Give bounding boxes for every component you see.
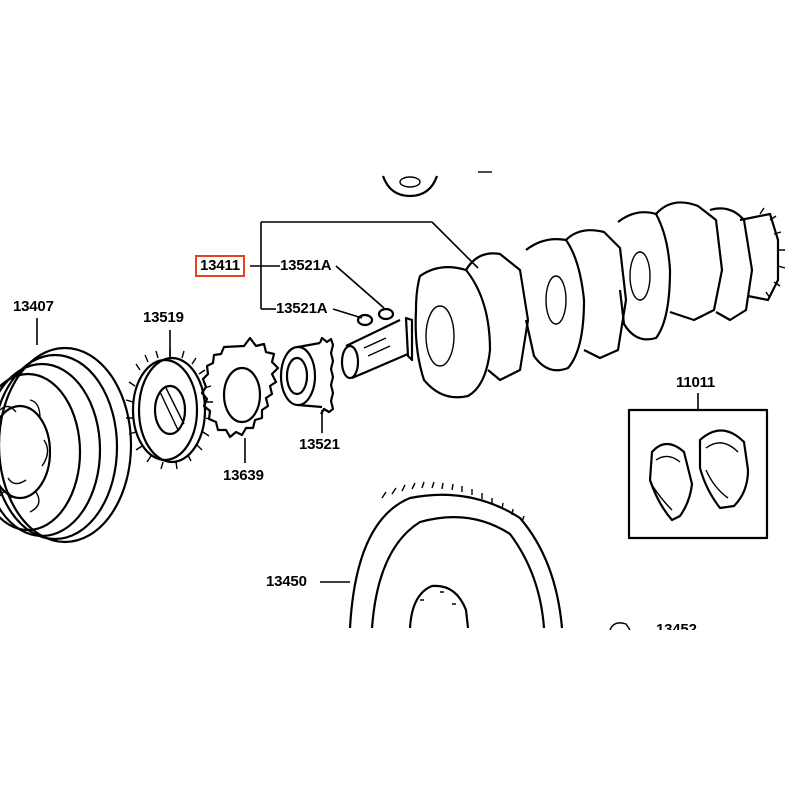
crankshaft-pulley-13407 xyxy=(0,318,133,544)
key-pins-13521a xyxy=(332,265,395,327)
label-13407[interactable]: 13407 xyxy=(13,298,54,315)
label-13411[interactable]: 13411 xyxy=(195,255,245,277)
gear-13521 xyxy=(279,336,335,433)
label-13519[interactable]: 13519 xyxy=(143,309,184,326)
partial-part-bottom-right xyxy=(609,622,631,631)
label-13521a-bottom[interactable]: 13521A xyxy=(276,300,328,317)
bearing-set-11011 xyxy=(627,393,769,540)
timing-gear-13519 xyxy=(125,330,214,470)
label-13639[interactable]: 13639 xyxy=(223,467,264,484)
sprocket-13639 xyxy=(200,336,280,463)
crankshaft-13411 xyxy=(250,201,786,399)
label-13452-partial[interactable]: 13452 xyxy=(656,621,697,631)
partial-part-top xyxy=(381,171,492,198)
label-13521a-top[interactable]: 13521A xyxy=(280,257,332,274)
label-11011[interactable]: 11011 xyxy=(676,374,716,391)
label-13450[interactable]: 13450 xyxy=(266,573,307,590)
blank-bottom-area xyxy=(0,630,800,800)
label-13521[interactable]: 13521 xyxy=(299,436,340,453)
flywheel-13450 xyxy=(320,481,564,629)
